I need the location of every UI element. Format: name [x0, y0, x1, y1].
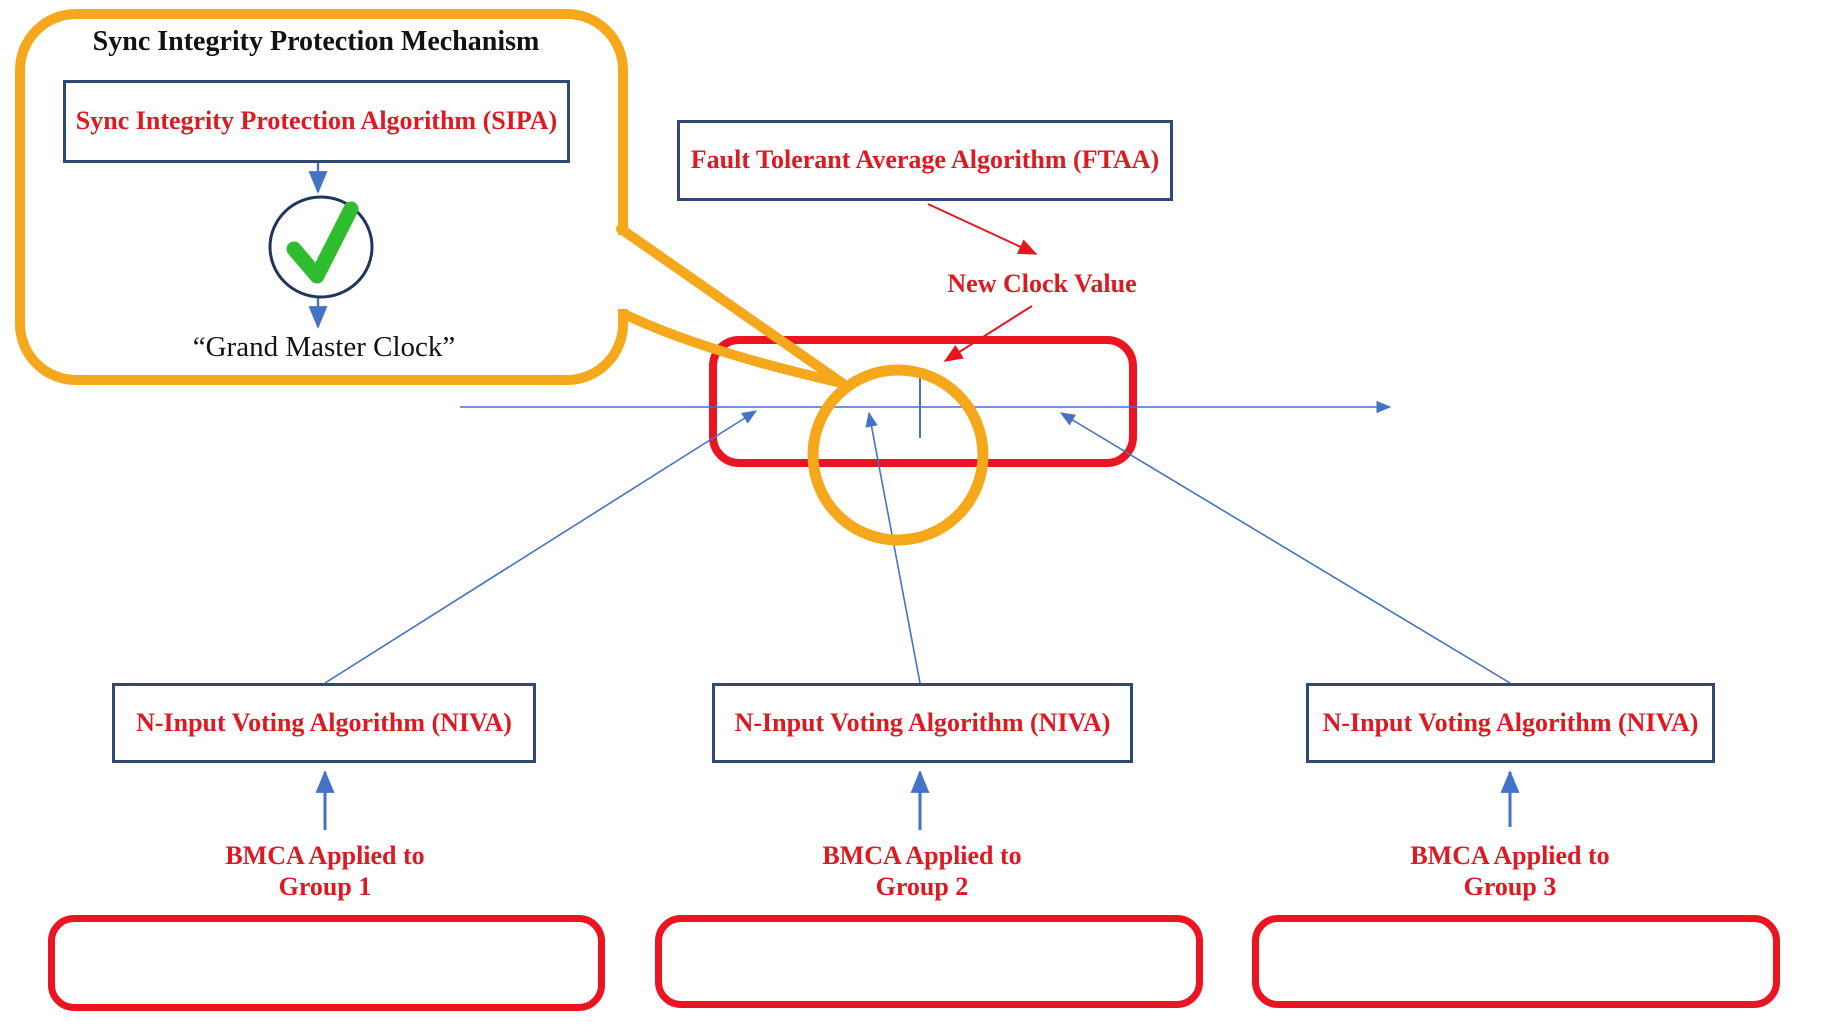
clock-axis-arrow — [460, 378, 1392, 438]
bmca-label-3: BMCA Applied to Group 3 — [1410, 840, 1609, 902]
callout-tail-upper-edge — [616, 224, 847, 388]
niva2-to-axis-arrow — [865, 411, 921, 684]
niva-label-2: N-Input Voting Algorithm (NIVA) — [734, 707, 1111, 737]
highlight-rounded-box — [709, 336, 1137, 467]
bmca-label-1-line1: BMCA Applied to — [225, 841, 425, 870]
check-glyph — [286, 201, 359, 284]
group-slot-2 — [655, 915, 1203, 1008]
bmca-label-2-line2: Group 2 — [875, 872, 969, 901]
new-clock-value-label: New Clock Value — [947, 269, 1137, 298]
bmca-label-3-line1: BMCA Applied to — [1410, 841, 1610, 870]
niva1-to-axis-arrow — [324, 410, 758, 684]
check-icon — [268, 195, 374, 299]
magnifier-circle — [807, 364, 989, 546]
callout-tail-gap — [611, 235, 635, 309]
callout-tail-lower-edge — [619, 309, 847, 388]
check-circle — [268, 195, 374, 299]
ftaa-label: Fault Tolerant Average Algorithm (FTAA) — [690, 145, 1160, 175]
sipa-box: Sync Integrity Protection Algorithm (SIP… — [63, 80, 570, 163]
bmca-label-2-line1: BMCA Applied to — [822, 841, 1022, 870]
niva-box-3: N-Input Voting Algorithm (NIVA) — [1306, 683, 1715, 763]
ftaa-box: Fault Tolerant Average Algorithm (FTAA) — [677, 120, 1173, 201]
niva-box-2: N-Input Voting Algorithm (NIVA) — [712, 683, 1133, 763]
ftaa-to-newclock-arrow — [927, 203, 1038, 255]
bmca-label-1: BMCA Applied to Group 1 — [225, 840, 424, 902]
group-slot-1 — [48, 915, 605, 1011]
niva3-to-axis-arrow — [1059, 412, 1511, 684]
bmca-label-2: BMCA Applied to Group 2 — [822, 840, 1021, 902]
bmca-label-1-line2: Group 1 — [278, 872, 372, 901]
niva-label-3: N-Input Voting Algorithm (NIVA) — [1322, 707, 1699, 737]
group-slot-3 — [1252, 915, 1780, 1008]
callout-title: Sync Integrity Protection Mechanism — [92, 26, 540, 57]
bmca-label-3-line2: Group 3 — [1463, 872, 1557, 901]
sipa-label: Sync Integrity Protection Algorithm (SIP… — [75, 106, 558, 136]
niva-label-1: N-Input Voting Algorithm (NIVA) — [136, 707, 512, 737]
grand-master-clock-label: “Grand Master Clock” — [192, 331, 456, 363]
newclock-to-axis-arrow — [943, 305, 1033, 362]
callout-bubble-border — [15, 9, 628, 385]
niva-box-1: N-Input Voting Algorithm (NIVA) — [112, 683, 536, 763]
